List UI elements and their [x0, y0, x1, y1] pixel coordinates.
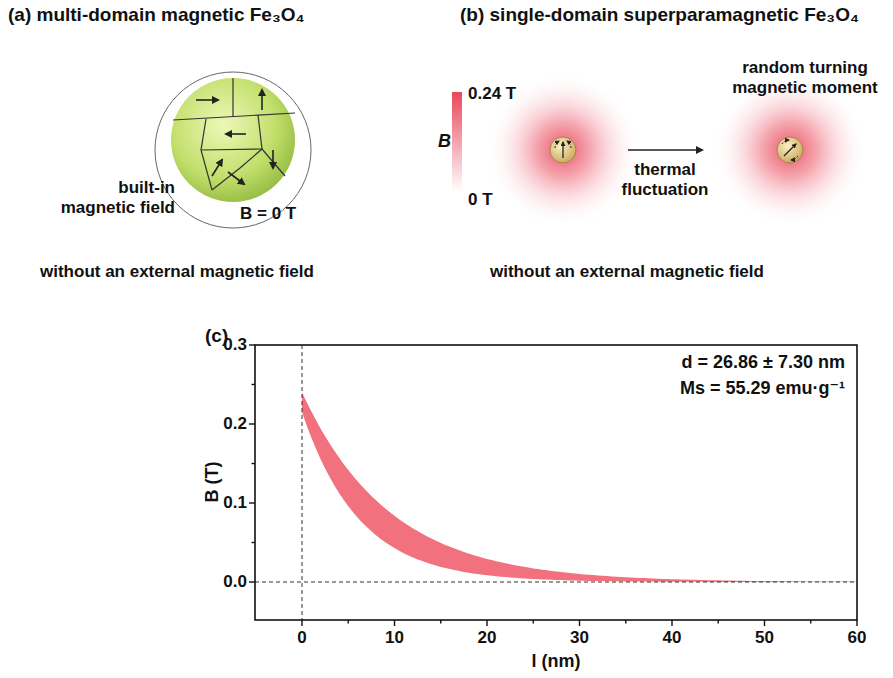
axis-tick — [533, 620, 534, 624]
tick-label: 50 — [755, 628, 774, 648]
tick-label: 10 — [385, 628, 404, 648]
axis-tick — [625, 620, 626, 624]
axis-tick — [440, 620, 441, 624]
axis-tick — [764, 620, 765, 626]
field-value: B = 0 T — [240, 204, 296, 224]
tick-label: 40 — [663, 628, 682, 648]
axis-tick — [249, 502, 255, 503]
axis-tick — [718, 620, 719, 624]
axis-tick — [856, 620, 857, 626]
axis-tick — [249, 581, 255, 582]
tick-label: 0.1 — [223, 493, 247, 513]
field-colorbar — [452, 92, 462, 192]
condition-note: without an external magnetic field — [40, 262, 314, 282]
condition-note: without an external magnetic field — [490, 262, 764, 282]
axis-tick — [252, 542, 256, 543]
axis-title: B (T) — [202, 462, 223, 503]
colorbar-max: 0.24 T — [468, 84, 516, 104]
annotation: random turning magnetic moment — [725, 58, 885, 97]
multi-domain-particle — [155, 72, 311, 228]
tick-label: 20 — [478, 628, 497, 648]
axis-tick — [252, 463, 256, 464]
axis-tick — [348, 620, 349, 624]
plot-annotation: d = 26.86 ± 7.30 nm — [682, 352, 845, 373]
colorbar-min: 0 T — [468, 190, 493, 210]
axis-tick — [579, 620, 580, 626]
tick-label: 0.2 — [223, 414, 247, 434]
axis-tick — [252, 384, 256, 385]
colorbar-symbol: B — [438, 131, 451, 152]
axis-tick — [301, 620, 302, 626]
axis-tick — [671, 620, 672, 626]
axis-tick — [810, 620, 811, 624]
tick-label: 0.3 — [223, 335, 247, 355]
axis-tick — [486, 620, 487, 626]
tick-label: 0 — [297, 628, 306, 648]
plot-annotation: Ms = 55.29 emu·g⁻¹ — [680, 378, 845, 399]
tick-label: 0.0 — [223, 572, 247, 592]
axis-title: l (nm) — [532, 651, 581, 672]
annotation: built-in magnetic field — [55, 178, 175, 217]
axis-tick — [249, 423, 255, 424]
panel-title: (b) single-domain superparamagnetic Fe₃O… — [460, 4, 859, 26]
arrow-label: thermal fluctuation — [610, 160, 720, 199]
axis-tick — [394, 620, 395, 626]
tick-label: 60 — [848, 628, 867, 648]
axis-tick — [249, 344, 255, 345]
process-arrow — [628, 149, 702, 151]
panel-title: (a) multi-domain magnetic Fe₃O₄ — [8, 4, 305, 26]
decay-plot — [249, 345, 857, 626]
tick-label: 30 — [570, 628, 589, 648]
field-band — [302, 392, 857, 582]
